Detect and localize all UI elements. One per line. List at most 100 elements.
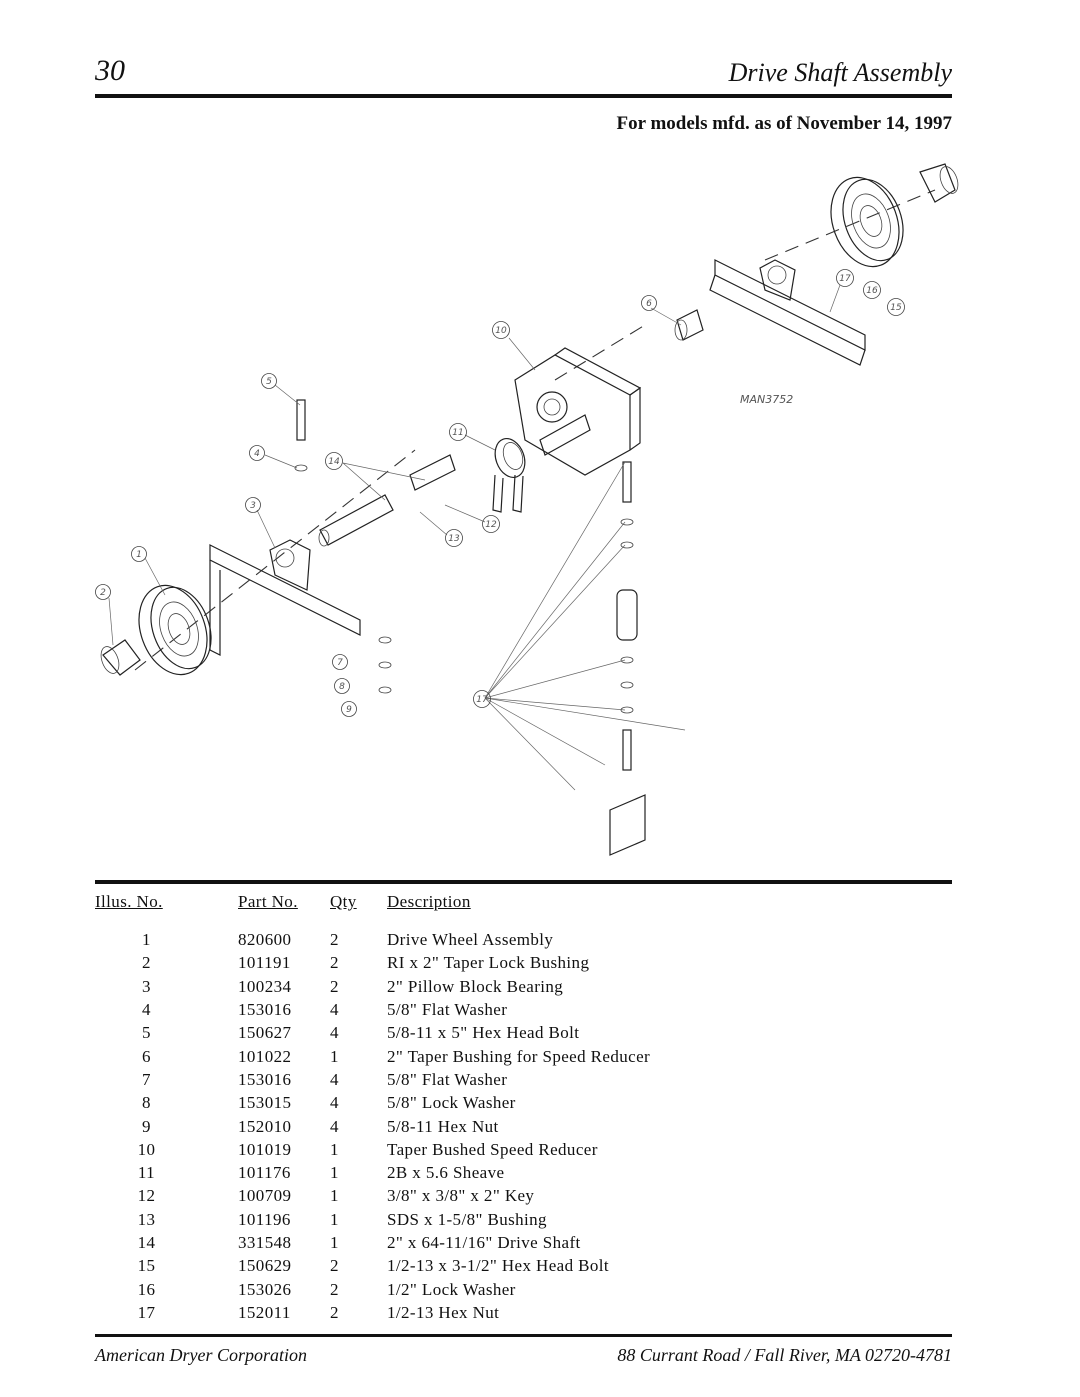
cell-description: 2" x 64-11/16" Drive Shaft [387, 1233, 581, 1252]
callout-12-leader [444, 504, 486, 523]
cell-illus-no: 2 [142, 953, 151, 973]
callout-13: 13 [445, 529, 463, 547]
model-date-subtitle: For models mfd. as of November 14, 1997 [616, 113, 952, 134]
callout-3: 3 [245, 497, 261, 513]
callout-10: 10 [492, 321, 510, 339]
callout-17-leaders [484, 461, 686, 791]
cell-description: 1/2-13 Hex Nut [387, 1302, 500, 1322]
sheave [492, 438, 526, 513]
callout-12: 12 [482, 515, 500, 533]
speed-reducer [514, 347, 642, 476]
cell-illus-no: 13 [137, 1209, 156, 1229]
table-row: 6 101022 1 2" Taper Bushing for Speed Reduc… [95, 1044, 650, 1067]
callout-2-leader [108, 597, 114, 646]
callout-11: 11 [449, 423, 467, 441]
cell-illus-no: 4 [142, 1000, 151, 1020]
cell-illus-no: 1 [142, 930, 151, 950]
right-taper-bushing [919, 163, 959, 203]
footer-rule [95, 1334, 952, 1337]
cell-part-no: 101196 [238, 1209, 291, 1229]
cell-qty: 1 [330, 1163, 339, 1183]
callout-7-label: 7 [337, 658, 343, 668]
callout-6: 6 [641, 295, 657, 311]
cell-part-no: 153016 [238, 1069, 292, 1089]
callout-14-leaders [342, 462, 426, 501]
cell-description: 1/2" Lock Washer [387, 1279, 516, 1299]
cell-qty: 4 [330, 1093, 339, 1113]
cell-part-no: 152010 [238, 1116, 292, 1136]
cell-illus-no: 11 [137, 1163, 156, 1183]
callout-10-label: 10 [495, 326, 507, 336]
callout-1-label: 1 [136, 550, 142, 560]
cell-illus-no: 6 [142, 1046, 151, 1066]
cell-qty: 4 [330, 1000, 339, 1020]
cell-qty: 1 [330, 1046, 339, 1066]
callout-17-label: 17 [476, 695, 488, 705]
left-hardware-stack [294, 399, 392, 694]
callout-13-leader [419, 511, 448, 536]
cell-qty: 2 [330, 976, 339, 996]
cell-illus-no: 16 [137, 1279, 156, 1299]
cell-description: 5/8" Flat Washer [387, 1000, 508, 1020]
callout-9-label: 9 [346, 705, 352, 715]
cell-illus-no: 12 [137, 1186, 156, 1206]
cell-qty: 4 [330, 1023, 339, 1043]
cell-part-no: 101019 [238, 1139, 292, 1159]
left-shaft-axis [134, 449, 416, 671]
callout-15-label: 15 [890, 303, 902, 313]
cell-part-no: 150627 [238, 1023, 292, 1043]
cell-description: 5/8-11 Hex Nut [387, 1116, 499, 1136]
cell-description: Taper Bushed Speed Reducer [387, 1139, 598, 1159]
cell-qty: 1 [330, 1186, 339, 1206]
left-pillow-block-bracket [209, 539, 361, 656]
cell-qty: 4 [330, 1069, 339, 1089]
cell-part-no: 150629 [238, 1256, 292, 1276]
callout-14: 14 [325, 452, 343, 470]
right-pillow-block-bracket [709, 259, 866, 366]
cell-description: 3/8" x 3/8" x 2" Key [387, 1186, 535, 1206]
cell-part-no: 100234 [238, 976, 292, 996]
cell-qty: 2 [330, 930, 339, 950]
drive-shaft [318, 454, 456, 547]
callout-13-label: 13 [448, 534, 460, 544]
callout-1-leader [144, 557, 166, 596]
callout-8: 8 [334, 678, 350, 694]
callout-3-leader [256, 509, 276, 549]
cell-description: 5/8" Flat Washer [387, 1069, 508, 1089]
callout-5-label: 5 [266, 377, 272, 387]
cell-description: Drive Wheel Assembly [387, 930, 554, 950]
table-top-rule [95, 880, 952, 884]
cell-illus-no: 7 [142, 1069, 151, 1089]
speed-reducer-bushing [674, 309, 704, 341]
table-row: 7 153016 4 5/8" Flat Washer [95, 1068, 650, 1091]
cell-part-no: 152011 [238, 1302, 291, 1322]
cell-part-no: 153016 [238, 1000, 292, 1020]
callout-17-top-label: 17 [839, 274, 851, 284]
cell-qty: 1 [330, 1209, 339, 1229]
callout-5-leader [274, 384, 301, 406]
callout-7: 7 [332, 654, 348, 670]
right-shaft-axis [764, 189, 936, 261]
callout-12-label: 12 [485, 520, 497, 530]
exploded-assembly-diagram: 1 2 3 4 5 6 7 8 9 10 11 12 13 14 15 16 1… [95, 163, 959, 856]
tensioner-hardware-column [609, 461, 646, 856]
callout-9: 9 [341, 701, 357, 717]
header-part-no: Part No. [238, 892, 298, 911]
callout-6-label: 6 [646, 299, 652, 309]
left-drive-wheel [138, 584, 212, 676]
cell-part-no: 153026 [238, 1279, 292, 1299]
cell-part-no: 101022 [238, 1046, 292, 1066]
header-illus-no: Illus. No. [95, 892, 163, 911]
cell-description: 2" Taper Bushing for Speed Reducer [387, 1046, 651, 1066]
left-taper-bushing [100, 639, 141, 676]
callout-8-label: 8 [339, 682, 345, 692]
